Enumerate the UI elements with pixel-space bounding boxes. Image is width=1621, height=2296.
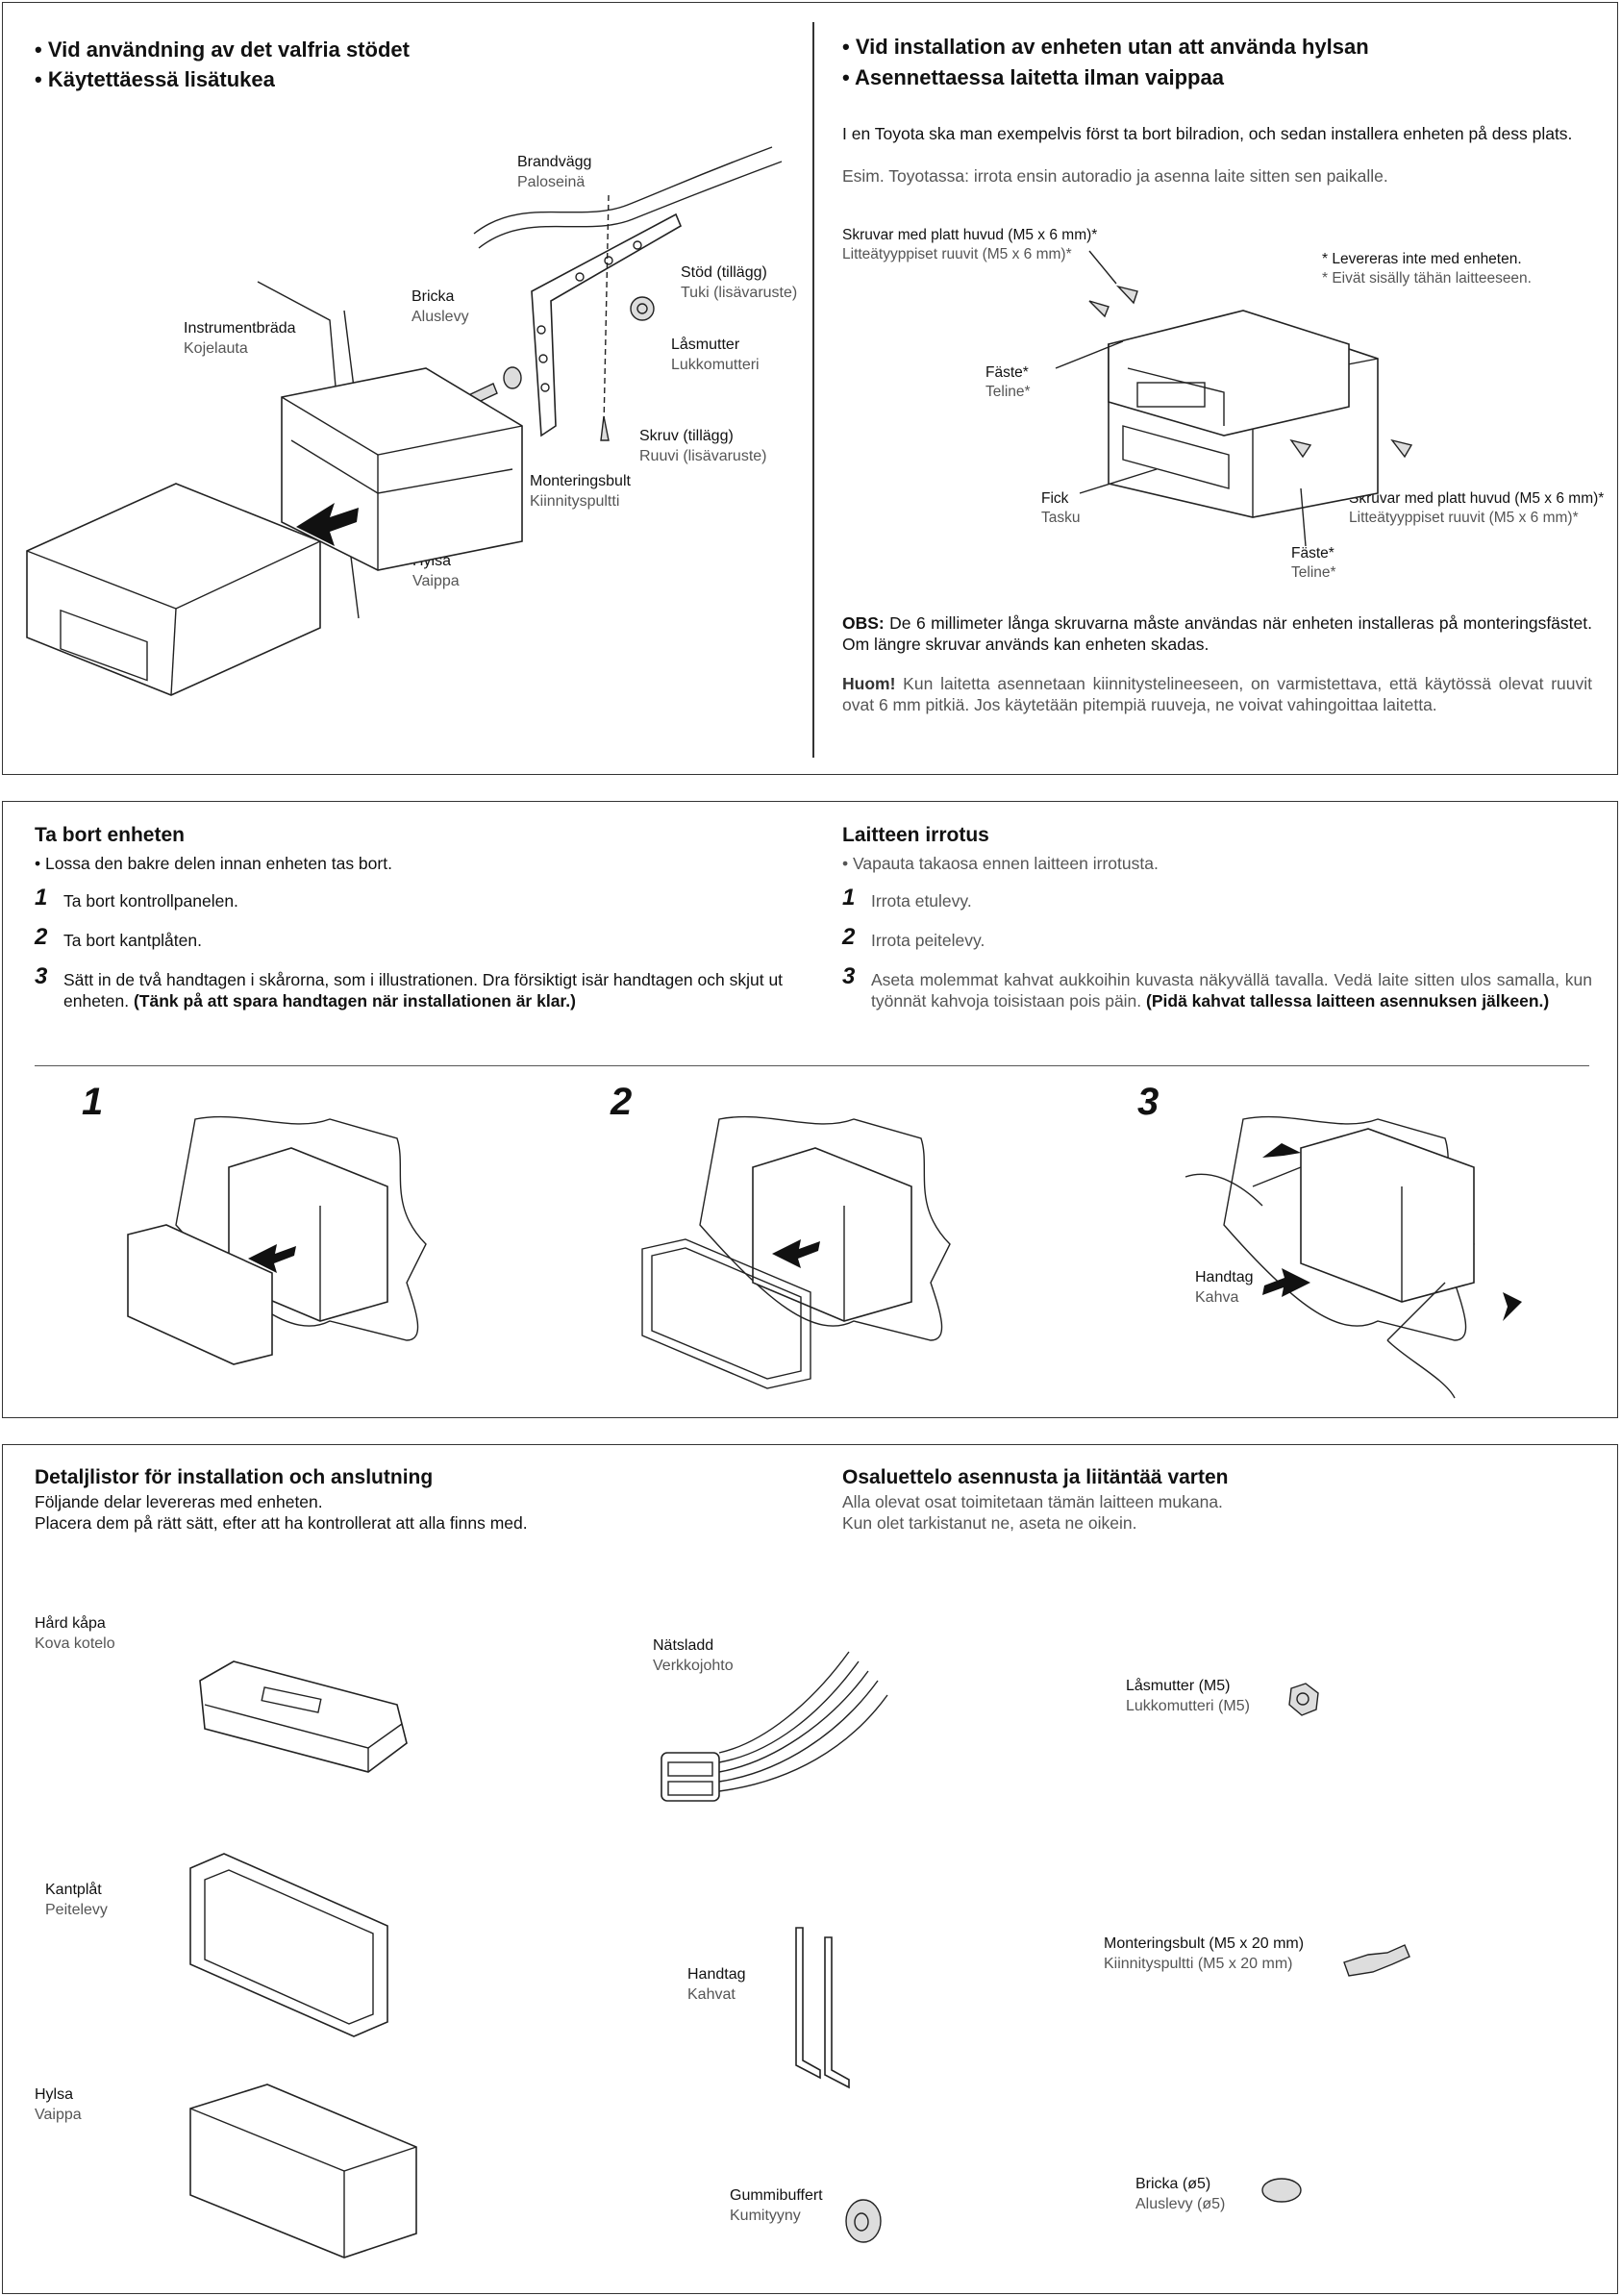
- label-bracket-bottom: Fäste*Teline*: [1291, 545, 1336, 581]
- label-screw: Skruv (tillägg)Ruuvi (lisävaruste): [639, 428, 767, 464]
- parts-line2-sv: Placera dem på rätt sätt, efter att ha k…: [35, 1513, 528, 1533]
- parts-line1-sv: Följande delar levereras med enheten.: [35, 1492, 323, 1511]
- part-label-washer: Bricka (ø5)Aluslevy (ø5): [1135, 2176, 1226, 2212]
- parts-line2-fi: Kun olet tarkistanut ne, aseta ne oikein…: [842, 1513, 1137, 1533]
- label-bracket-left: Fäste*Teline*: [985, 364, 1031, 400]
- label-not-supplied: * Levereras inte med enheten.* Eivät sis…: [1322, 251, 1532, 287]
- bullet-remove-sv: • Lossa den bakre delen innan enheten ta…: [35, 854, 392, 873]
- heading-remove-sv: Ta bort enheten: [35, 824, 185, 846]
- figure-number-1: 1: [82, 1081, 104, 1123]
- bullet-remove-fi: • Vapauta takaosa ennen laitteen irrotus…: [842, 854, 1159, 873]
- part-label-mounting-bolt: Monteringsbult (M5 x 20 mm)Kiinnityspult…: [1104, 1935, 1305, 1972]
- heading-parts-sv: Detaljlistor för installation och anslut…: [35, 1466, 434, 1488]
- intro-fi: Esim. Toyotassa: irrota ensin autoradio …: [842, 166, 1388, 186]
- heading-no-sleeve-sv: • Vid installation av enheten utan att a…: [842, 35, 1369, 59]
- illustration-optional-support: [26, 146, 783, 696]
- illustration-removal-steps: [127, 1115, 1522, 1399]
- heading-optional-support-fi: • Käytettäessä lisätukea: [35, 67, 275, 91]
- obs-note: OBS: De 6 millimeter långa skruvarna mås…: [842, 613, 1592, 654]
- part-label-lock-nut: Låsmutter (M5)Lukkomutteri (M5): [1126, 1678, 1250, 1714]
- label-flat-screws-right: Skruvar med platt huvud (M5 x 6 mm)*Litt…: [1349, 490, 1605, 526]
- huom-note: Huom! Kun laitetta asennetaan kiinnityst…: [842, 674, 1592, 714]
- heading-parts-fi: Osaluettelo asennusta ja liitäntää varte…: [842, 1466, 1229, 1488]
- panel-removal: Ta bort enheten • Lossa den bakre delen …: [2, 801, 1618, 1418]
- parts-line1-fi: Alla olevat osat toimitetaan tämän laitt…: [842, 1492, 1223, 1511]
- intro-sv: I en Toyota ska man exempelvis först ta …: [842, 124, 1573, 143]
- illustration-parts: [189, 1651, 1410, 2259]
- label-support: Stöd (tillägg)Tuki (lisävaruste): [681, 264, 798, 301]
- heading-no-sleeve-fi: • Asennettaessa laitetta ilman vaippaa: [842, 65, 1224, 89]
- divider-figures: [35, 1065, 1589, 1067]
- illustration-no-sleeve: [1055, 250, 1413, 547]
- figure-number-3: 3: [1137, 1081, 1160, 1123]
- figure-number-2: 2: [611, 1081, 633, 1123]
- column-divider: [812, 22, 814, 758]
- label-flat-screws-top: Skruvar med platt huvud (M5 x 6 mm)*Litt…: [842, 227, 1098, 262]
- panel-parts-list: Detaljlistor för installation och anslut…: [2, 1444, 1618, 2294]
- panel-installation: • Vid användning av det valfria stödet •…: [2, 2, 1618, 775]
- heading-remove-fi: Laitteen irrotus: [842, 824, 989, 846]
- heading-optional-support-sv: • Vid användning av det valfria stödet: [35, 37, 410, 62]
